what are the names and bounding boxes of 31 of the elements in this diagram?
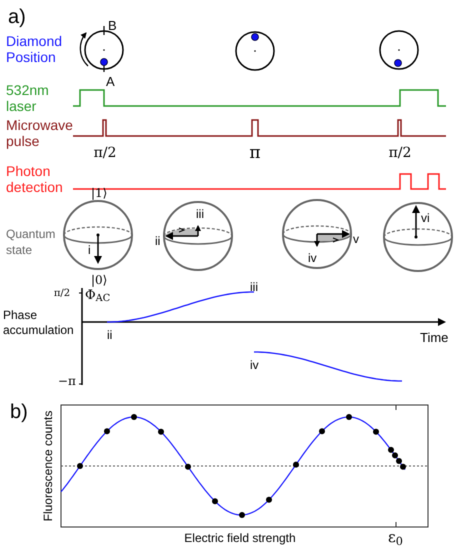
state-label: |0⟩ [91, 272, 108, 289]
axis-label: Phase accumulation [3, 308, 75, 338]
curve-label: iii [250, 279, 258, 296]
row-label: Photon detection [6, 163, 64, 195]
row-label: 532nm laser [6, 82, 50, 114]
panel-label: b) [10, 400, 28, 425]
row-label: Microwave pulse [6, 117, 74, 149]
axis-tick-label: π/2 [54, 287, 70, 301]
state-label: |1⟩ [91, 185, 108, 202]
axis-label: Time [420, 329, 448, 347]
vector-label: iv [308, 250, 317, 267]
axis-tick-label: −π [58, 373, 76, 390]
vector-label: iii [196, 206, 204, 223]
axis-tick-label: ε$_{0}$ [388, 527, 403, 548]
point-label: A [106, 73, 115, 91]
axis-label: Fluorescence counts [40, 410, 56, 522]
pulse-angle-label: π [249, 142, 261, 165]
axis-label: Electric field strength [184, 530, 296, 547]
row-label: Quantum state [6, 226, 56, 258]
vector-label: v [353, 231, 359, 248]
pulse-angle-label: π/2 [388, 144, 412, 163]
vector-label: vi [421, 210, 430, 227]
row-label: Diamond Position [6, 33, 64, 65]
point-label: B [108, 17, 117, 35]
axis-label: Φ$_{AC}$ [85, 287, 110, 306]
vector-label: i [88, 242, 91, 259]
panel-label: a) [8, 5, 26, 30]
curve-label: iv [250, 357, 259, 374]
curve-label: ii [107, 327, 112, 344]
vector-label: ii [155, 233, 160, 250]
pulse-angle-label: π/2 [94, 144, 116, 163]
